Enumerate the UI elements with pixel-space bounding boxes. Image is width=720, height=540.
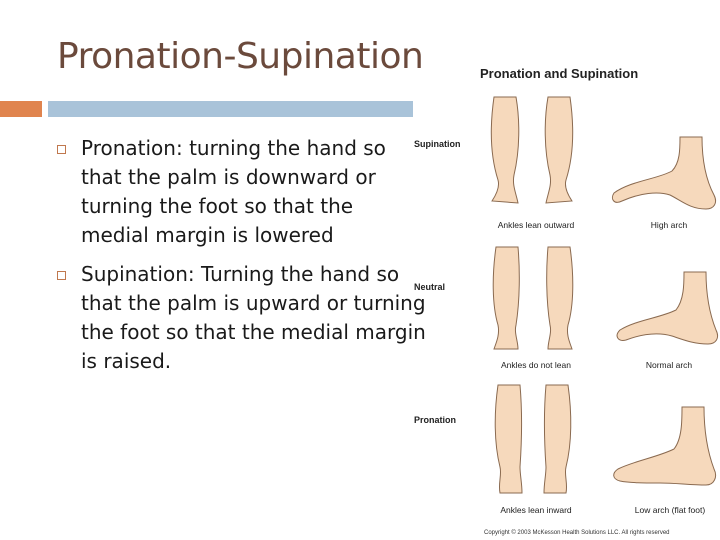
slide-title: Pronation-Supination bbox=[57, 36, 424, 77]
bullet-item: Supination: Turning the hand so that the… bbox=[57, 260, 427, 376]
foot-high-arch-illustration bbox=[611, 136, 717, 210]
caption-low-arch: Low arch (flat foot) bbox=[634, 505, 706, 515]
row-label-neutral: Neutral bbox=[414, 282, 446, 292]
bullet-text: Supination: Turning the hand so that the… bbox=[81, 262, 426, 373]
row-label-supination: Supination bbox=[414, 139, 461, 149]
bullet-text: Pronation: turning the hand so that the … bbox=[81, 136, 386, 247]
bullet-list: Pronation: turning the hand so that the … bbox=[57, 134, 427, 386]
legs-pronation-illustration bbox=[494, 384, 572, 494]
caption-ankles-no-lean: Ankles do not lean bbox=[501, 360, 571, 370]
foot-normal-arch-illustration bbox=[616, 271, 719, 345]
figure-title: Pronation and Supination bbox=[480, 66, 639, 81]
foot-low-arch-illustration bbox=[613, 406, 717, 486]
figure-copyright: Copyright © 2003 McKesson Health Solutio… bbox=[484, 530, 670, 536]
caption-ankles-outward: Ankles lean outward bbox=[497, 220, 575, 230]
bullet-box-icon bbox=[57, 271, 66, 280]
caption-ankles-inward: Ankles lean inward bbox=[500, 505, 572, 515]
row-label-pronation: Pronation bbox=[414, 415, 456, 425]
bullet-item: Pronation: turning the hand so that the … bbox=[57, 134, 427, 250]
foot-figure: Pronation and Supination Supination Ankl… bbox=[414, 60, 720, 540]
caption-normal-arch: Normal arch bbox=[645, 360, 693, 370]
legs-neutral-illustration bbox=[492, 246, 574, 350]
legs-supination-illustration bbox=[490, 96, 574, 204]
bullet-box-icon bbox=[57, 145, 66, 154]
caption-high-arch: High arch bbox=[650, 220, 688, 230]
title-accent-blue bbox=[48, 101, 413, 117]
title-accent-orange bbox=[0, 101, 42, 117]
